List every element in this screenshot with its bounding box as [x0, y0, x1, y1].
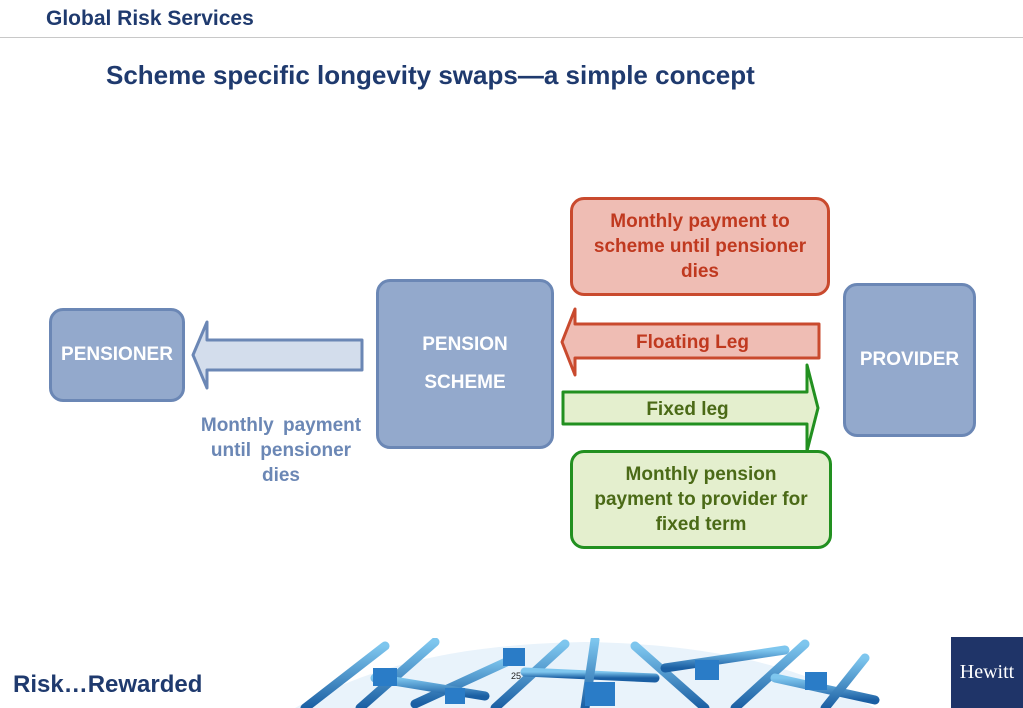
fixed-leg-note: Monthly pension payment to provider for … [570, 450, 832, 549]
floating-leg-note: Monthly payment to scheme until pensione… [570, 197, 830, 296]
fixed-leg-arrow [561, 363, 820, 453]
floating-note-text: Monthly payment to scheme until pensione… [593, 211, 807, 282]
floating-leg-arrow [560, 307, 821, 377]
scheme-label-line2: SCHEME [424, 372, 506, 393]
fixed-note-text: Monthly pension payment to provider for … [594, 464, 808, 535]
scheme-label-line1: PENSION [422, 334, 508, 355]
header-divider [0, 37, 1023, 38]
pensioner-payment-label: Monthly payment until pensioner dies [200, 415, 362, 486]
logo-text: Hewitt [959, 661, 1015, 683]
payment-arrow-to-pensioner [191, 320, 364, 390]
hewitt-logo: Hewitt [951, 637, 1023, 708]
pensioner-box: PENSIONER [49, 308, 185, 402]
footer-tagline: Risk…Rewarded [13, 671, 203, 698]
header-brand: Global Risk Services [46, 7, 254, 30]
pensioner-label: PENSIONER [61, 344, 173, 365]
slide-title: Scheme specific longevity swaps—a simple… [106, 60, 755, 90]
fixed-leg-label: Fixed leg [646, 399, 729, 420]
floating-leg-label: Floating Leg [636, 332, 749, 353]
pension-scheme-box: PENSION SCHEME [376, 279, 554, 449]
network-globe-graphic [295, 638, 880, 708]
provider-label: PROVIDER [859, 349, 960, 370]
provider-box: PROVIDER [843, 283, 976, 437]
page-number: 25 [511, 671, 522, 681]
